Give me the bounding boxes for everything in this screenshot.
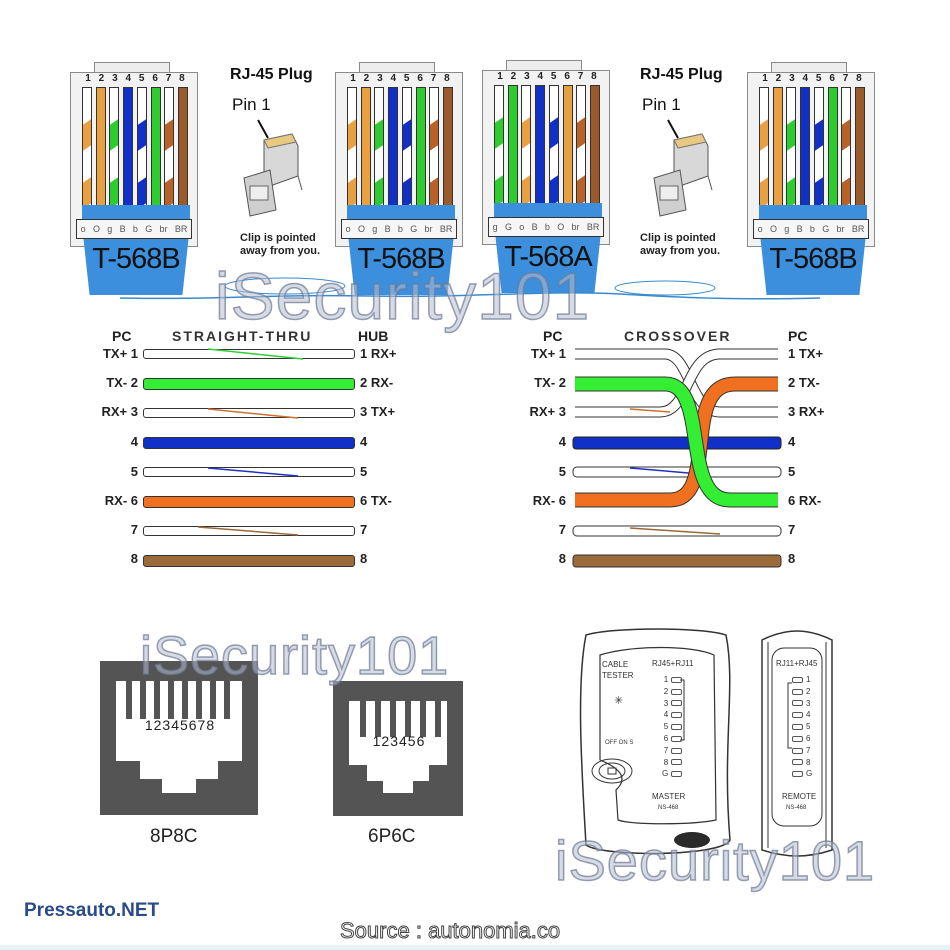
watermark: iSecurity101 — [139, 625, 450, 687]
pin-label: 4 — [130, 434, 138, 449]
crossover-title: CROSSOVER — [624, 328, 732, 344]
port-label: RJ11+RJ45 — [776, 659, 818, 668]
power-switch-label: OFF ON S — [605, 740, 634, 746]
pin-label: TX+ 1 — [530, 346, 566, 361]
pin-label: 5 — [360, 464, 368, 479]
wire-4 — [143, 437, 355, 449]
led-list: 1 2 3 4 5 6 7 8 G — [662, 674, 683, 780]
led-list: 1 2 3 4 5 6 7 8 G — [792, 674, 812, 780]
crossover-left-header: PC — [543, 328, 563, 344]
straight-thru-title: STRAIGHT-THRU — [172, 328, 313, 344]
unit-label: REMOTE — [782, 792, 817, 801]
pin-label: TX- 2 — [534, 375, 566, 390]
pin-label: 1 TX+ — [788, 346, 824, 361]
pin-label: 1 RX+ — [360, 346, 397, 361]
rj45-plug-title: RJ-45 Plug — [640, 66, 723, 83]
straight-right-header: HUB — [358, 328, 389, 344]
pin-label: 8 — [360, 551, 368, 566]
pin-label: 7 — [360, 522, 368, 537]
pin-label: 5 — [788, 464, 796, 479]
pin-label: 3 TX+ — [360, 404, 396, 419]
pin1-label: Pin 1 — [232, 95, 271, 114]
pin-label: RX+ 3 — [529, 404, 567, 419]
pin-label: 5 — [558, 464, 566, 479]
watermark: iSecurity101 — [554, 828, 876, 893]
rj45-plug-title: RJ-45 Plug — [230, 66, 313, 83]
rj45-plug-icon — [243, 119, 303, 217]
pin-label: TX+ 1 — [102, 346, 138, 361]
pin-label: 8 — [558, 551, 566, 566]
jack-label: 8P8C — [150, 826, 198, 847]
pin-label: 2 RX- — [360, 375, 394, 390]
pin-label: 7 — [558, 522, 566, 537]
pin-label: RX+ 3 — [101, 404, 139, 419]
jack-8p8c-icon: 12345678 — [100, 661, 258, 815]
jack-label: 6P6C — [368, 826, 416, 847]
pin-label: 8 — [788, 551, 796, 566]
light-icon: ✳ — [614, 695, 624, 707]
pin-label: 4 — [788, 434, 796, 449]
model-label: NS-468 — [786, 805, 807, 811]
port-label: RJ45+RJ11 — [652, 659, 694, 668]
pin-label: RX- 6 — [532, 493, 566, 508]
standard-label: T-568B — [769, 243, 858, 275]
pin1-label: Pin 1 — [642, 95, 681, 114]
pin-label: RX- 6 — [104, 493, 138, 508]
jack-pin-numbers: 123456 — [372, 733, 426, 749]
pin-label: 6 RX- — [788, 493, 822, 508]
jack-6p6c-icon: 123456 — [333, 681, 463, 816]
pin-label: 8 — [130, 551, 138, 566]
wire-2 — [143, 378, 355, 390]
wire-set — [347, 87, 453, 215]
watermark: iSecurity101 — [214, 258, 591, 334]
standard-label: T-568B — [357, 243, 446, 275]
pin-label: 7 — [130, 522, 138, 537]
unit-label: MASTER — [652, 792, 686, 801]
crossover-wires — [572, 348, 782, 568]
wire-stripe-traces — [197, 348, 304, 536]
pin-label: 5 — [130, 464, 138, 479]
pin-label: 2 TX- — [788, 375, 820, 390]
model-label: NS-468 — [658, 805, 679, 811]
crossover-right-header: PC — [788, 328, 808, 344]
pin-label: 4 — [558, 434, 566, 449]
standard-label: T-568B — [92, 243, 181, 275]
pin-label: 4 — [360, 434, 368, 449]
jack-pin-numbers: 12345678 — [144, 717, 216, 733]
wire-set — [494, 85, 600, 213]
pin-label: 7 — [788, 522, 796, 537]
bottom-border — [0, 945, 950, 950]
wire-8 — [143, 555, 355, 567]
wire-6 — [143, 496, 355, 508]
rj45-plug-icon — [653, 119, 713, 217]
pin-label: 3 RX+ — [788, 404, 825, 419]
straight-left-header: PC — [112, 328, 132, 344]
pin-label: 6 TX- — [360, 493, 392, 508]
standard-label: T-568A — [504, 241, 593, 273]
wire-set — [759, 87, 865, 215]
connecting-cable-line — [120, 277, 820, 300]
wire-set — [82, 87, 188, 215]
pin-label: TX- 2 — [106, 375, 138, 390]
source-caption: Source : autonomia.co — [339, 918, 561, 944]
brand-logo[interactable]: Pressauto.NET — [24, 900, 160, 921]
